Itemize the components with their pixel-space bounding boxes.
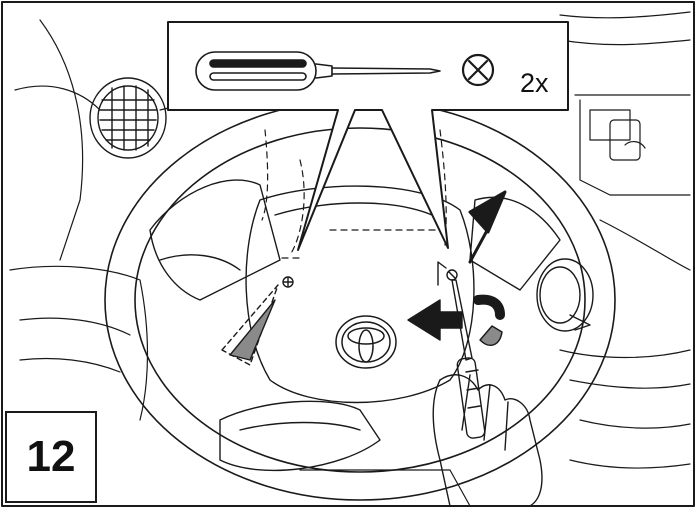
direction-arrow-icon [408, 300, 462, 340]
steering-wheel-rim [105, 100, 615, 500]
step-number-box: 12 [5, 411, 97, 503]
screw-location-right [438, 262, 457, 285]
hand-outline [433, 375, 542, 506]
rotation-arrow-icon [478, 300, 502, 346]
quantity-label: 2x [520, 68, 549, 99]
air-vent-left [90, 78, 166, 158]
toyota-logo-icon [336, 316, 396, 368]
steering-wheel-spokes [150, 180, 560, 470]
step-number: 12 [27, 435, 76, 479]
